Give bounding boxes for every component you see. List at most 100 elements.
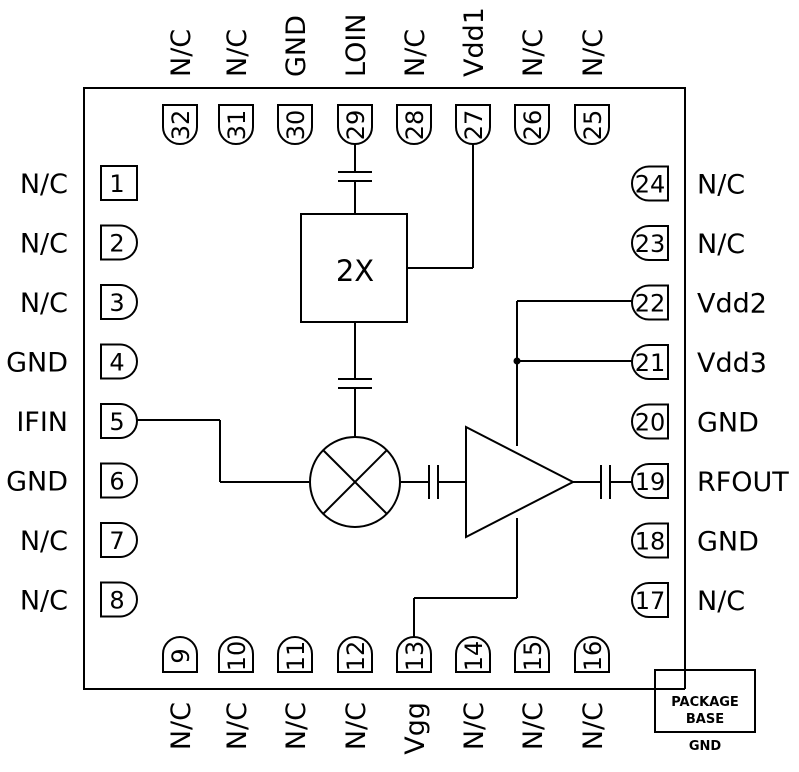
frequency-doubler-block xyxy=(300,213,408,323)
pin-number-10: 10 xyxy=(223,641,251,672)
pin-number-1: 1 xyxy=(109,170,124,198)
pin-label-12: N/C xyxy=(341,702,372,750)
pin-label-6: GND xyxy=(6,467,68,498)
internal-wiring xyxy=(137,144,632,637)
pin-label-8: N/C xyxy=(20,586,68,617)
pin-label-4: GND xyxy=(6,348,68,379)
pin-label-10: N/C xyxy=(222,702,253,750)
pin-pad-14 xyxy=(455,636,491,673)
pin-pad-24 xyxy=(631,165,669,202)
pin-label-30: GND xyxy=(281,15,312,77)
package-base-box xyxy=(654,669,756,733)
frequency-doubler-label: 2X xyxy=(336,254,374,288)
pin-number-27: 27 xyxy=(460,110,488,141)
pin-label-18: GND xyxy=(697,527,759,558)
pin-label-20: GND xyxy=(697,408,759,439)
pin-number-13: 13 xyxy=(401,641,429,672)
pin-number-11: 11 xyxy=(282,641,310,672)
pin-number-18: 18 xyxy=(635,528,666,556)
pin-pad-3 xyxy=(100,284,138,320)
pin-label-9: N/C xyxy=(166,702,197,750)
pin-pad-31 xyxy=(218,104,254,145)
pin-pad-32 xyxy=(162,104,198,145)
pin-number-23: 23 xyxy=(635,230,666,258)
package-base-label-line2: BASE xyxy=(686,712,724,727)
pin-number-28: 28 xyxy=(401,110,429,141)
pin-number-3: 3 xyxy=(109,289,124,317)
package-outline xyxy=(83,87,686,690)
pin-label-7: N/C xyxy=(20,526,68,557)
pin-pad-30 xyxy=(277,104,313,145)
pin-label-29: LOIN xyxy=(341,14,372,78)
pin-label-26: N/C xyxy=(518,29,549,77)
pin-label-16: N/C xyxy=(578,702,609,750)
pin-label-24: N/C xyxy=(697,170,745,201)
pin-number-19: 19 xyxy=(635,468,666,496)
pin-number-4: 4 xyxy=(109,349,124,377)
pin-label-14: N/C xyxy=(459,702,490,750)
pin-pad-6 xyxy=(100,462,138,499)
pin-label-22: Vdd2 xyxy=(697,289,767,320)
pin-number-29: 29 xyxy=(342,110,370,141)
pin-pad-20 xyxy=(631,403,669,440)
pin-label-2: N/C xyxy=(20,229,68,260)
pin-label-17: N/C xyxy=(697,586,745,617)
pin-pad-10 xyxy=(218,636,254,673)
pin-label-13: Vgg xyxy=(400,702,431,755)
pin-pad-13 xyxy=(396,636,432,673)
pin-pad-7 xyxy=(100,522,138,558)
pin-number-14: 14 xyxy=(460,641,488,672)
pin-label-19: RFOUT xyxy=(697,467,789,498)
pin-label-32: N/C xyxy=(166,29,197,77)
pin-label-11: N/C xyxy=(281,702,312,750)
pin-pad-2 xyxy=(100,224,138,261)
pin-number-5: 5 xyxy=(109,408,124,436)
pin-number-9: 9 xyxy=(167,648,195,663)
pin-pad-1 xyxy=(100,165,138,201)
pin-pad-12 xyxy=(337,636,373,673)
pin-label-27: Vdd1 xyxy=(459,7,490,77)
pin-pad-27 xyxy=(455,104,491,145)
pin-pad-17 xyxy=(631,582,669,618)
pin-pad-28 xyxy=(396,104,432,145)
pin-pad-9 xyxy=(162,636,198,673)
pin-number-20: 20 xyxy=(635,409,666,437)
pin-pad-15 xyxy=(514,636,550,673)
pin-number-26: 26 xyxy=(519,110,547,141)
pin-label-21: Vdd3 xyxy=(697,348,767,379)
pin-label-1: N/C xyxy=(20,169,68,200)
pin-label-15: N/C xyxy=(518,702,549,750)
pin-pad-26 xyxy=(514,104,550,145)
package-base-pin-label: GND xyxy=(689,739,722,754)
pin-number-32: 32 xyxy=(167,110,195,141)
pin-number-22: 22 xyxy=(635,290,666,318)
pin-number-15: 15 xyxy=(519,641,547,672)
pin-pad-5 xyxy=(100,403,138,439)
pin-label-5: IFIN xyxy=(16,407,68,438)
pin-pad-8 xyxy=(100,581,138,618)
pin-label-28: N/C xyxy=(400,29,431,77)
pin-pad-25 xyxy=(574,104,610,145)
pin-number-30: 30 xyxy=(282,110,310,141)
pin-number-24: 24 xyxy=(635,171,666,199)
pin-number-12: 12 xyxy=(342,641,370,672)
pin-number-2: 2 xyxy=(109,230,124,258)
pin-pad-19 xyxy=(631,463,669,499)
pin-pad-22 xyxy=(631,284,669,321)
pin-number-25: 25 xyxy=(579,110,607,141)
mixer-icon xyxy=(309,436,401,528)
pin-number-16: 16 xyxy=(579,641,607,672)
pin-number-31: 31 xyxy=(223,110,251,141)
pin-pad-4 xyxy=(100,343,138,380)
pin-number-17: 17 xyxy=(635,587,666,615)
pin-label-31: N/C xyxy=(222,29,253,77)
amplifier-icon xyxy=(465,425,576,539)
pin-pad-29 xyxy=(337,104,373,145)
package-base-label-line1: PACKAGE xyxy=(671,695,739,710)
pin-label-25: N/C xyxy=(578,29,609,77)
pin-label-23: N/C xyxy=(697,229,745,260)
pin-label-3: N/C xyxy=(20,288,68,319)
pin-pad-21 xyxy=(631,344,669,380)
pin-number-7: 7 xyxy=(109,527,124,555)
